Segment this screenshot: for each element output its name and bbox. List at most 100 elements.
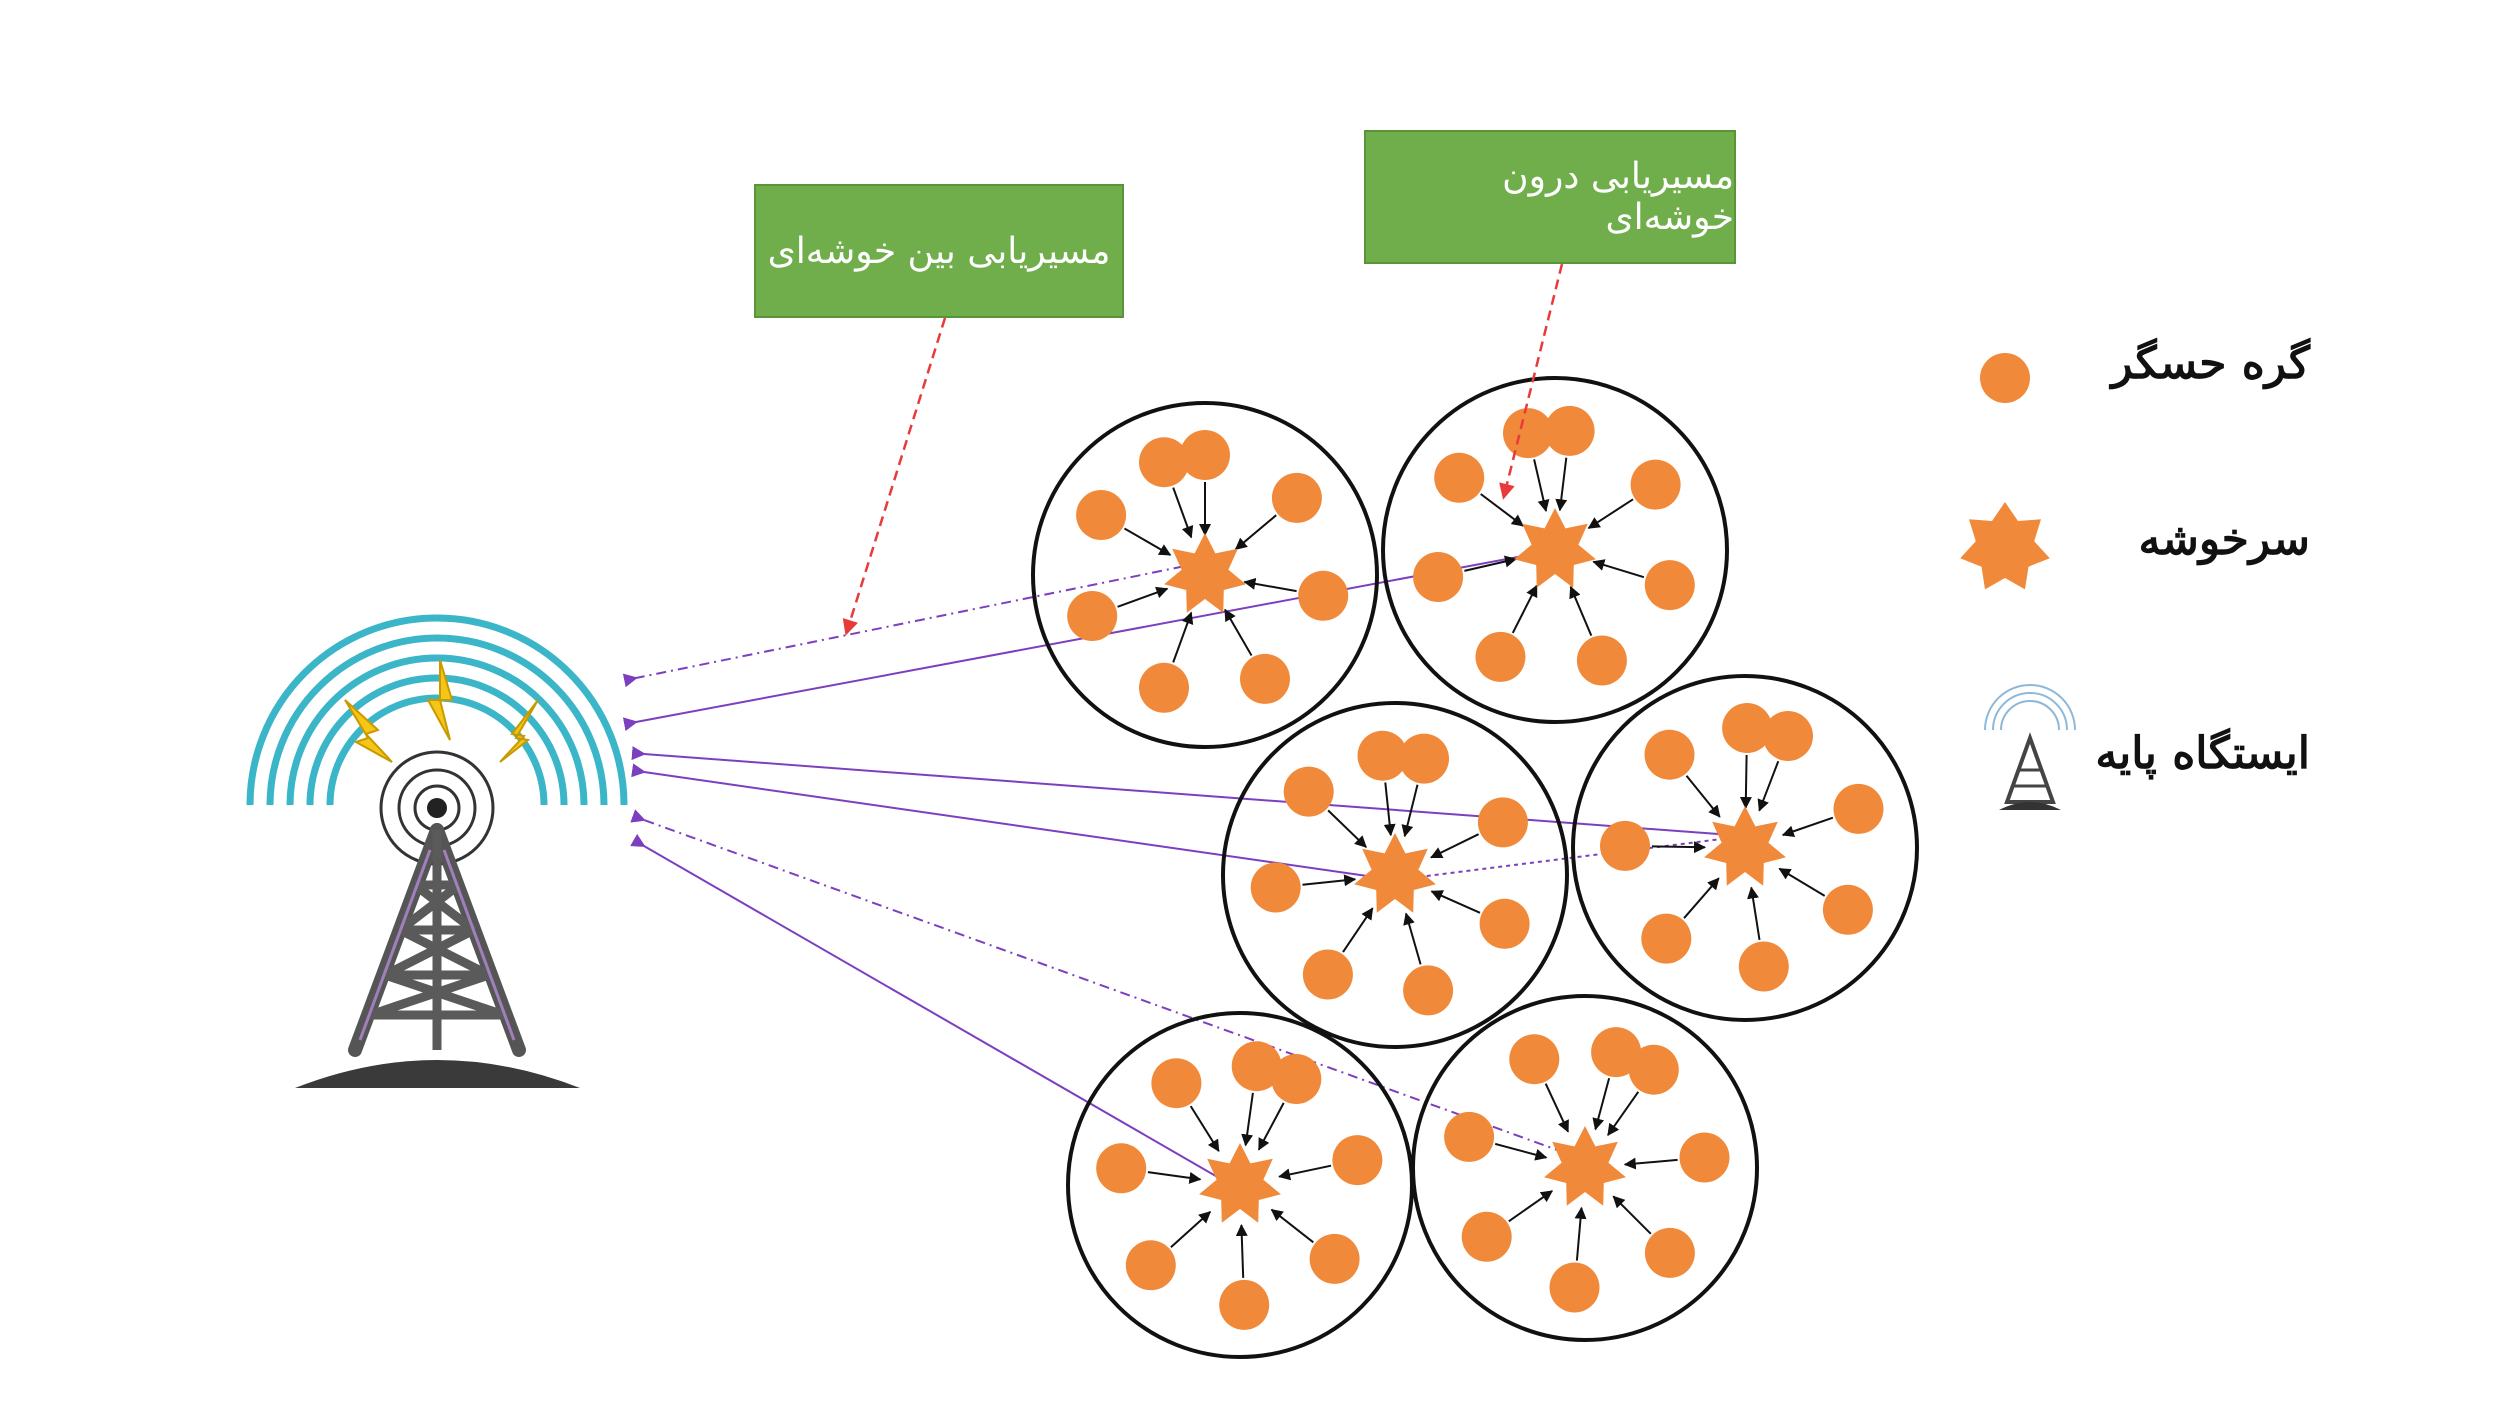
legend-cluster-head-label: سرخوشه — [2138, 514, 2310, 565]
intra-cluster-link — [1172, 487, 1194, 539]
sensor-node-icon — [1076, 490, 1127, 540]
intra-cluster-link — [1592, 559, 1645, 579]
intra-cluster-link — [1241, 1092, 1254, 1147]
sensor-node-icon — [1302, 949, 1353, 1000]
sensor-node-icon — [1549, 1262, 1600, 1313]
cluster-boundary — [1381, 376, 1729, 724]
sensor-node-icon — [1067, 591, 1118, 641]
sensor-node-icon — [1630, 459, 1681, 510]
intra-cluster-link — [1189, 1105, 1220, 1152]
cluster — [1066, 1011, 1414, 1359]
intra-cluster-link — [1243, 577, 1297, 593]
sensor-node-icon — [1722, 703, 1773, 753]
sensor-node-icon — [1180, 430, 1230, 480]
intra-cluster-link — [1235, 1224, 1248, 1278]
intra-cluster-link — [1302, 874, 1357, 887]
sensor-node-icon — [1298, 570, 1349, 621]
sensor-node-icon — [1139, 662, 1189, 713]
sensor-node-icon — [1509, 1034, 1560, 1085]
intra-cluster-link — [1778, 867, 1826, 897]
sensor-node-icon — [1125, 1240, 1176, 1291]
sensor-node-icon — [1444, 1111, 1495, 1162]
sensor-node-icon — [1151, 1058, 1202, 1109]
legend-base-station-icon — [1984, 684, 2076, 810]
inter-cluster-routing-label: مسیریابی بین خوشه‌ای — [754, 184, 1124, 318]
sensor-node-icon — [1544, 405, 1595, 456]
callout-lines — [842, 263, 1564, 636]
intra-cluster-link — [1544, 1083, 1570, 1133]
sensor-node-icon — [1679, 1132, 1730, 1183]
sensor-node-icon — [1763, 711, 1813, 761]
intra-cluster-link — [1607, 1091, 1640, 1137]
sensor-node-icon — [1600, 820, 1650, 871]
intra-cluster-link — [1508, 1190, 1554, 1223]
intra-cluster-link — [1124, 527, 1172, 556]
intra-cluster-link — [1569, 585, 1593, 636]
sensor-node-icon — [1591, 1027, 1642, 1078]
intra-cluster-link — [1612, 1195, 1652, 1235]
sensor-node-icon — [1096, 1143, 1147, 1194]
legend-sensor-node-label: گره حسگر — [2111, 338, 2310, 389]
intra-cluster-link — [1401, 784, 1419, 838]
intra-cluster-routing-text: مسیریابی درون خوشه‌ای — [1502, 156, 1734, 238]
cluster-head-star-icon — [1164, 533, 1246, 613]
sensor-node-icon — [1283, 766, 1334, 817]
cluster-boundary — [1031, 401, 1379, 749]
sensor-node-icon — [1240, 653, 1290, 704]
cluster-boundary — [1221, 701, 1569, 1049]
sensor-node-icon — [1477, 797, 1528, 848]
intra-cluster-link — [1587, 498, 1634, 530]
sensor-node-icon — [1219, 1279, 1270, 1330]
sensor-node-icon — [1479, 898, 1530, 949]
intra-cluster-link — [1623, 1157, 1678, 1170]
cluster-head-star-icon — [1514, 508, 1596, 588]
cluster-head-star-icon — [1544, 1126, 1626, 1206]
intra-cluster-link — [1574, 1206, 1587, 1261]
intra-cluster-link — [1278, 1164, 1332, 1181]
legend-base-station-label: ایستگاه پایه — [2095, 728, 2310, 779]
sensor-node-icon — [1822, 884, 1873, 935]
cluster — [1381, 376, 1729, 724]
cluster-head-star-icon — [1199, 1143, 1281, 1223]
intra-cluster-link — [1781, 816, 1834, 838]
intra-cluster-link — [1257, 1102, 1285, 1151]
sensor-node-icon — [1503, 408, 1553, 459]
cluster — [1411, 994, 1759, 1342]
sensor-node-icon — [1332, 1135, 1383, 1186]
sensor-node-icon — [1139, 437, 1189, 488]
intra-cluster-link — [1403, 912, 1422, 965]
sensor-node-icon — [1644, 560, 1695, 611]
cluster-boundary — [1411, 994, 1759, 1342]
sensor-node-icon — [1475, 631, 1526, 682]
sensor-node-icon — [1461, 1211, 1512, 1262]
intra-cluster-link — [1224, 608, 1253, 656]
sensor-node-icon — [1738, 941, 1789, 992]
legend-sensor-node-icon — [1980, 353, 2030, 403]
clusters-group — [1031, 376, 1919, 1359]
legend-cluster-head-icon — [1960, 502, 2050, 590]
intra-cluster-link — [1430, 890, 1481, 914]
signal-waves — [246, 614, 628, 806]
sensor-node-icon — [1271, 472, 1322, 523]
sensor-node-icon — [1644, 729, 1695, 780]
base-station-tower-icon — [246, 614, 628, 1088]
intra-cluster-routing-label: مسیریابی درون خوشه‌ای — [1364, 130, 1736, 264]
sensor-node-icon — [1833, 783, 1884, 834]
intra-cluster-link — [1494, 1142, 1548, 1161]
intra-cluster-link — [1480, 493, 1524, 527]
intra-cluster-link — [1342, 907, 1374, 953]
intra-cluster-link — [1327, 809, 1367, 848]
cluster — [1571, 674, 1919, 1022]
cluster — [1031, 401, 1379, 749]
sensor-node-icon — [1357, 730, 1408, 781]
sensor-node-icon — [1309, 1233, 1360, 1284]
sensor-node-icon — [1434, 452, 1485, 503]
cluster-boundary — [1571, 674, 1919, 1022]
intra-cluster-link — [1651, 841, 1706, 854]
intra-cluster-link — [1555, 457, 1568, 512]
cluster-head-star-icon — [1354, 833, 1436, 913]
cluster-head-star-icon — [1704, 806, 1786, 886]
intra-cluster-link — [1511, 584, 1538, 634]
intra-cluster-link — [1270, 1208, 1314, 1244]
